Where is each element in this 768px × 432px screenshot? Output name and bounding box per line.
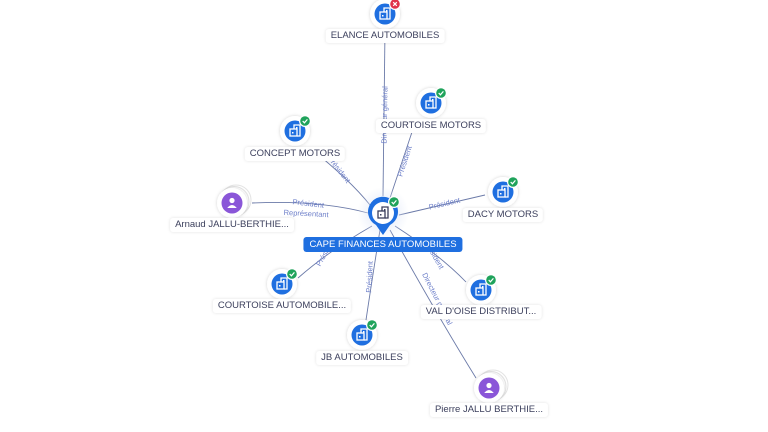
edge-val-oise — [394, 225, 467, 283]
node-jb-auto[interactable] — [347, 319, 378, 350]
node-label-courtoise-motors[interactable]: COURTOISE MOTORS — [375, 119, 487, 133]
building-icon — [377, 206, 389, 219]
node-label-elance[interactable]: ELANCE AUTOMOBILES — [325, 29, 445, 43]
edge-dacy-motors — [398, 194, 486, 216]
check-badge-icon — [286, 268, 298, 280]
building-icon — [379, 7, 391, 20]
node-label-courtoise-auto[interactable]: COURTOISE AUTOMOBILE... — [212, 299, 352, 313]
building-icon — [276, 277, 288, 290]
edge-label-courtoise-motors: Président — [395, 144, 414, 178]
building-icon — [289, 124, 301, 137]
check-badge-icon — [435, 87, 447, 99]
node-val-oise[interactable] — [466, 274, 497, 305]
edge-label-dacy-motors: Président — [428, 195, 462, 211]
edge-elance — [382, 29, 386, 197]
node-dacy-motors[interactable] — [488, 176, 519, 207]
node-arnaud[interactable] — [217, 184, 252, 218]
node-center[interactable] — [357, 187, 409, 239]
building-icon — [475, 283, 487, 296]
node-concept-motors[interactable] — [280, 115, 311, 146]
node-label-dacy-motors[interactable]: DACY MOTORS — [462, 208, 544, 222]
building-icon — [425, 96, 437, 109]
person-icon — [227, 197, 237, 208]
check-badge-icon — [388, 196, 400, 208]
node-label-val-oise[interactable]: VAL D'OISE DISTRIBUT... — [420, 305, 542, 319]
node-label-arnaud[interactable]: Arnaud JALLU-BERTHIE... — [170, 218, 294, 232]
person-icon — [484, 382, 494, 393]
node-courtoise-motors[interactable] — [416, 87, 447, 118]
node-label-jb-auto[interactable]: JB AUTOMOBILES — [316, 351, 408, 365]
building-icon — [356, 328, 368, 341]
node-pierre[interactable] — [474, 369, 509, 403]
close-badge-icon — [389, 0, 401, 10]
node-courtoise-auto[interactable] — [267, 268, 298, 299]
check-badge-icon — [299, 115, 311, 127]
edge-courtoise-auto — [297, 225, 373, 279]
edge-label-arnaud: Représentant — [283, 208, 329, 219]
edge-courtoise-motors — [389, 131, 413, 199]
node-label-pierre[interactable]: Pierre JALLU BERTHIE... — [429, 403, 549, 417]
edge-label-elance: Directeur général — [379, 86, 389, 144]
edge-label-jb-auto: Président — [364, 260, 375, 293]
check-badge-icon — [485, 274, 497, 286]
check-badge-icon — [366, 319, 378, 331]
node-elance[interactable] — [370, 0, 401, 29]
edge-label-arnaud: Président — [292, 197, 325, 210]
node-label-center[interactable]: CAPE FINANCES AUTOMOBILES — [303, 237, 463, 252]
check-badge-icon — [507, 176, 519, 188]
building-icon — [497, 185, 509, 198]
node-label-concept-motors[interactable]: CONCEPT MOTORS — [244, 147, 346, 161]
